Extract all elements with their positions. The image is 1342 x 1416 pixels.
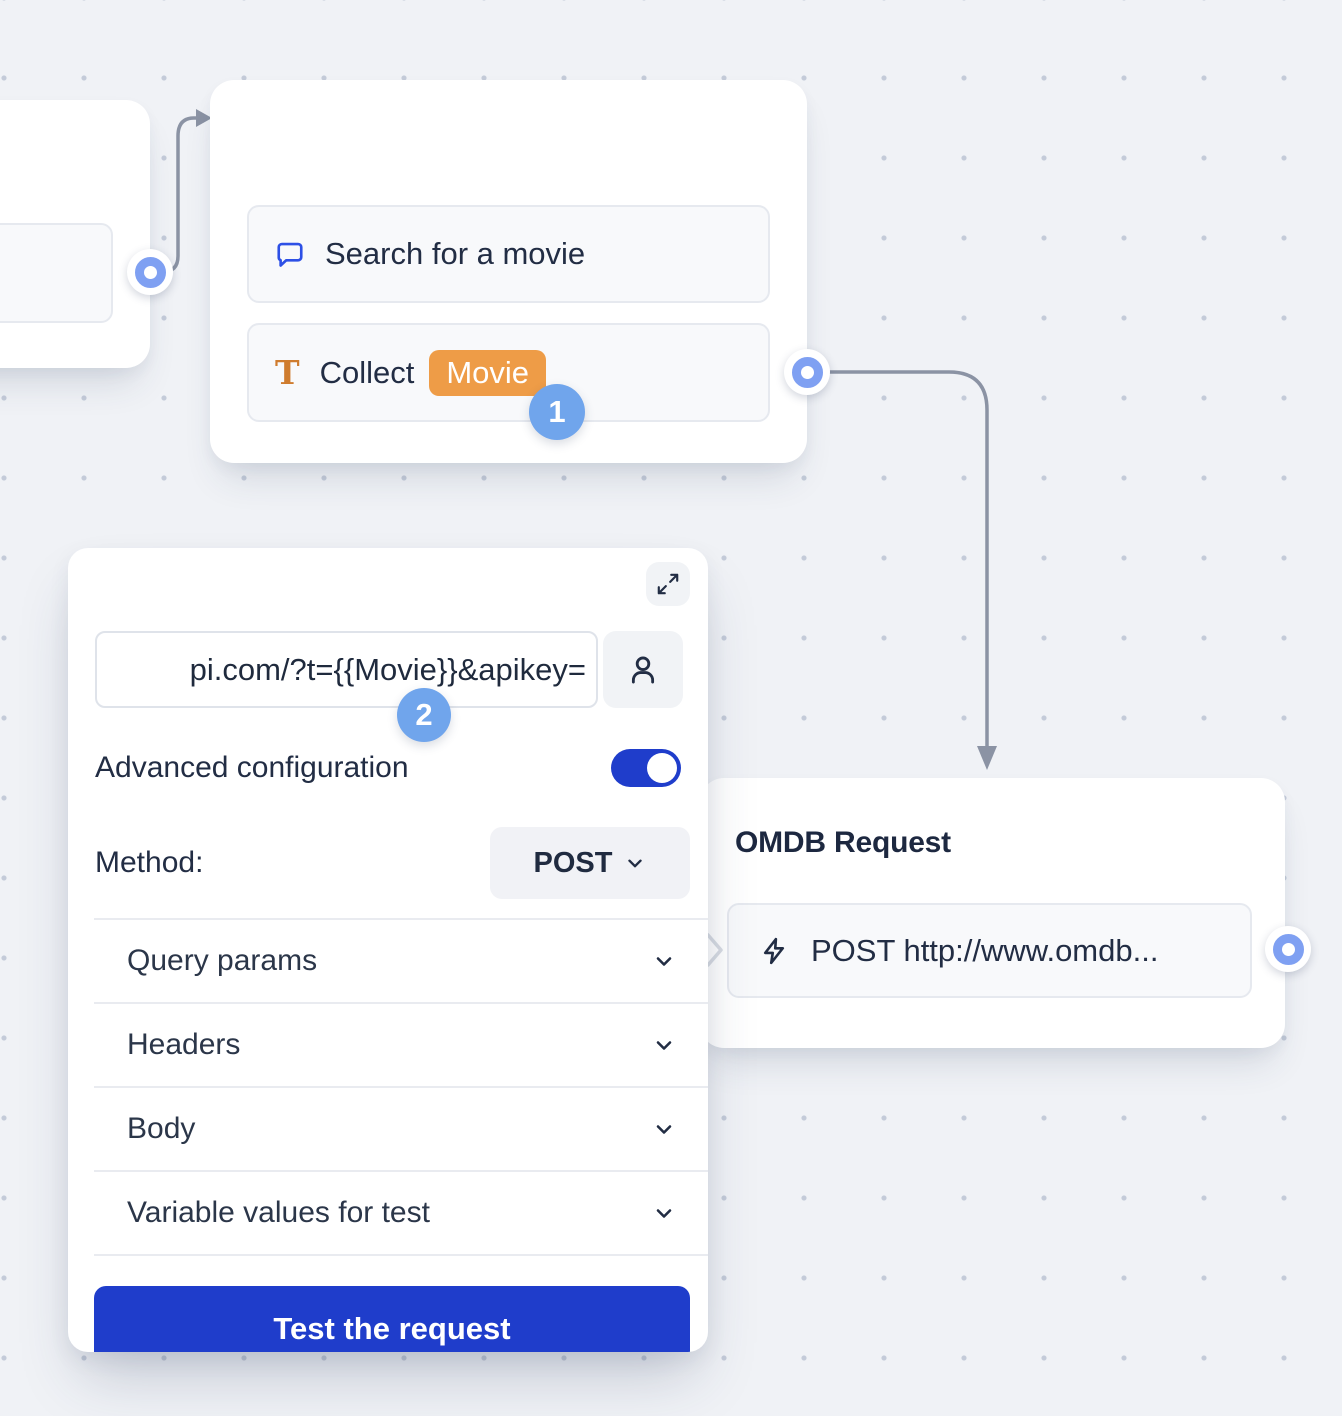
connector-left-to-movie (150, 116, 199, 274)
expand-icon (655, 571, 681, 597)
person-icon (626, 653, 660, 687)
port-ring (791, 356, 823, 388)
section-headers[interactable]: Headers (94, 1002, 708, 1086)
port-partial-output[interactable] (127, 249, 173, 295)
webhook-config-panel: pi.com/?t={{Movie}}&apikey= Advanced con… (68, 548, 708, 1352)
variable-badge[interactable]: Movie (429, 349, 547, 396)
method-select[interactable]: POST (490, 827, 690, 899)
step-badge-2: 2 (397, 688, 451, 742)
lightning-icon (759, 936, 789, 966)
collect-item[interactable]: T Collect Movie (247, 323, 770, 422)
url-input-value: pi.com/?t={{Movie}}&apikey= (189, 651, 586, 687)
chevron-down-icon (652, 1201, 676, 1225)
node-partial-item[interactable] (0, 223, 113, 323)
section-query-params[interactable]: Query params (94, 918, 708, 1002)
method-value: POST (533, 846, 613, 879)
message-item[interactable]: Search for a movie (247, 205, 770, 303)
toggle-knob (647, 753, 677, 783)
expand-button[interactable] (646, 562, 690, 606)
webhook-item[interactable]: POST http://www.omdb... (727, 903, 1252, 998)
port-ring (1272, 933, 1304, 965)
section-label: Body (127, 1112, 196, 1145)
config-sections: Query params Headers Body Variable value… (94, 918, 708, 1256)
node-omdb-request[interactable]: OMDB Request POST http://www.omdb... (700, 778, 1285, 1048)
text-input-icon: T (275, 353, 300, 392)
method-label: Method: (95, 846, 204, 879)
advanced-configuration-toggle[interactable] (611, 749, 681, 787)
arrowhead-down (977, 746, 997, 770)
message-item-label: Search for a movie (325, 236, 586, 271)
test-request-button[interactable]: Test the request (94, 1286, 690, 1352)
port-collect-output[interactable] (784, 349, 830, 395)
section-variable-values[interactable]: Variable values for test (94, 1170, 708, 1256)
webhook-item-label: POST http://www.omdb... (811, 932, 1159, 968)
step-badge-1: 1 (529, 384, 585, 440)
variables-button[interactable] (603, 631, 683, 708)
section-label: Headers (127, 1028, 241, 1061)
port-omdb-output[interactable] (1265, 926, 1311, 972)
node-movie-search[interactable]: Movie search Search for a movie T Collec… (210, 80, 807, 463)
connector-movie-to-omdb (813, 370, 989, 748)
chevron-down-icon (652, 1033, 676, 1057)
chat-bubble-icon (275, 239, 305, 269)
collect-item-label: Collect (319, 354, 415, 390)
node-partial[interactable] (0, 100, 150, 368)
chevron-down-icon (624, 852, 646, 874)
chevron-down-icon (652, 1117, 676, 1141)
section-label: Query params (127, 944, 318, 977)
advanced-configuration-label: Advanced configuration (95, 751, 409, 784)
url-input[interactable]: pi.com/?t={{Movie}}&apikey= (95, 631, 598, 708)
port-ring (134, 256, 166, 288)
section-label: Variable values for test (127, 1196, 430, 1229)
section-body[interactable]: Body (94, 1086, 708, 1170)
node-omdb-request-title: OMDB Request (735, 826, 951, 859)
chevron-down-icon (652, 949, 676, 973)
